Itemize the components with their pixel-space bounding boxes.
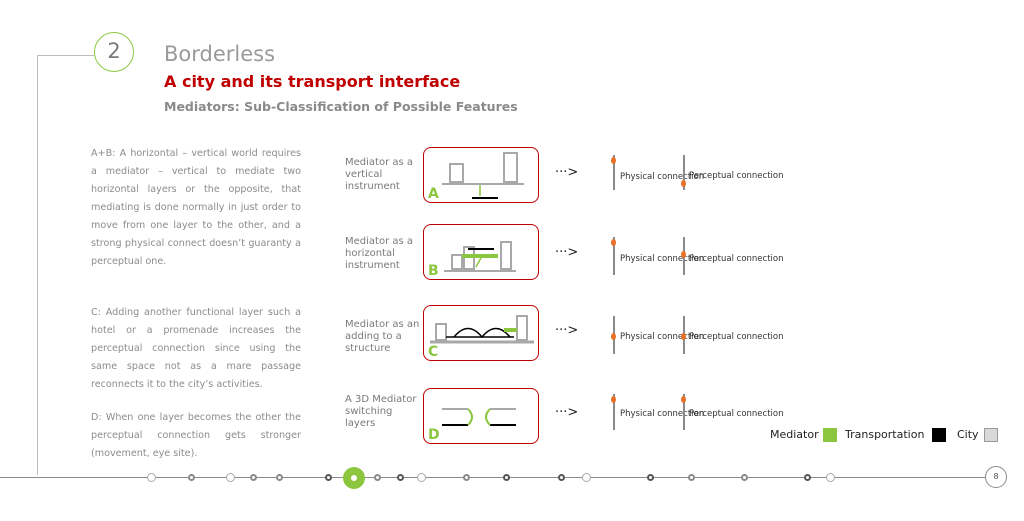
perceptual-bar-a <box>683 155 685 190</box>
timeline-node[interactable] <box>647 474 654 481</box>
diagram-c-graphic <box>430 315 534 344</box>
paragraph-c: C: Adding another functional layer such … <box>91 307 301 390</box>
physical-dot-c <box>611 333 616 340</box>
page-title: Borderless <box>164 42 276 66</box>
diagram-letter-b: B <box>428 263 439 279</box>
timeline-node[interactable] <box>325 474 332 481</box>
frame-line-vertical <box>37 55 38 475</box>
timeline-node[interactable] <box>741 474 748 481</box>
legend-transportation-swatch <box>932 428 946 442</box>
physical-connection-a: Physical connection <box>620 172 705 182</box>
legend-transportation-label: Transportation <box>845 428 925 441</box>
diagram-a-graphic <box>442 152 524 199</box>
physical-bar-a <box>613 155 615 190</box>
physical-connection-b: Physical connection <box>620 254 705 264</box>
timeline-node[interactable] <box>463 474 470 481</box>
page-number: 8 <box>985 466 1007 488</box>
diagram-letter-d: D <box>428 427 440 443</box>
perceptual-connection-d: Perceptual connection <box>689 409 784 419</box>
timeline-node[interactable] <box>226 473 235 482</box>
physical-connection-d: Physical connection <box>620 409 705 419</box>
diagram-box-a: A <box>423 147 539 203</box>
paragraph-ab: A+B: A horizontal – vertical world requi… <box>91 148 301 267</box>
perceptual-connection-b: Perceptual connection <box>689 254 784 264</box>
perceptual-dot-a <box>681 180 686 187</box>
timeline-node[interactable] <box>826 473 835 482</box>
frame-line-horizontal <box>37 55 94 56</box>
perceptual-bar-d <box>683 394 685 430</box>
physical-dot-d <box>611 396 616 403</box>
legend-city-swatch <box>984 428 998 442</box>
legend-mediator-swatch <box>823 428 837 442</box>
timeline-node[interactable] <box>374 474 381 481</box>
perceptual-dot-d <box>681 396 686 403</box>
physical-dot-a <box>611 157 616 164</box>
mediator-label-c: Mediator as an adding to a structure <box>345 319 420 354</box>
physical-dot-b <box>611 239 616 246</box>
perceptual-dot-c <box>681 333 686 340</box>
timeline-node-active-center <box>351 475 357 481</box>
section-number-badge: 2 <box>94 32 134 72</box>
arrow-c: ···> <box>555 323 579 338</box>
timeline-node[interactable] <box>582 473 591 482</box>
mediator-label-b: Mediator as a horizontal instrument <box>345 236 414 271</box>
legend-mediator-label: Mediator <box>770 428 819 441</box>
section-heading: Mediators: Sub-Classification of Possibl… <box>164 99 518 114</box>
timeline-node[interactable] <box>188 474 195 481</box>
timeline-node[interactable] <box>417 473 426 482</box>
diagram-d-graphic <box>442 408 516 426</box>
mediator-label-a: Mediator as a vertical instrument <box>345 157 414 192</box>
arrow-a: ···> <box>555 165 579 180</box>
mediator-label-d: A 3D Mediator switching layers <box>345 394 417 429</box>
perceptual-connection-a: Perceptual connection <box>689 171 784 181</box>
timeline-node[interactable] <box>688 474 695 481</box>
diagram-letter-c: C <box>428 344 439 360</box>
physical-bar-b <box>613 237 615 275</box>
arrow-b: ···> <box>555 245 579 260</box>
physical-bar-d <box>613 394 615 430</box>
perceptual-dot-b <box>681 251 686 258</box>
timeline-node[interactable] <box>804 474 811 481</box>
timeline-node[interactable] <box>276 474 283 481</box>
page-subtitle: A city and its transport interface <box>164 72 461 91</box>
paragraph-d: D: When one layer becomes the other the … <box>91 412 301 459</box>
timeline-node[interactable] <box>250 474 257 481</box>
diagram-box-d: D <box>423 388 539 444</box>
diagram-letter-a: A <box>428 186 439 202</box>
timeline-node[interactable] <box>558 474 565 481</box>
timeline-line <box>0 477 985 478</box>
timeline-node[interactable] <box>397 474 404 481</box>
perceptual-connection-c: Perceptual connection <box>689 332 784 342</box>
diagram-b-graphic <box>444 241 516 272</box>
diagram-box-b: B <box>423 224 539 280</box>
arrow-d: ···> <box>555 405 579 420</box>
timeline-node[interactable] <box>147 473 156 482</box>
diagram-box-c: C <box>423 305 539 361</box>
timeline-node[interactable] <box>503 474 510 481</box>
legend-city-label: City <box>957 428 979 441</box>
physical-connection-c: Physical connection <box>620 332 705 342</box>
